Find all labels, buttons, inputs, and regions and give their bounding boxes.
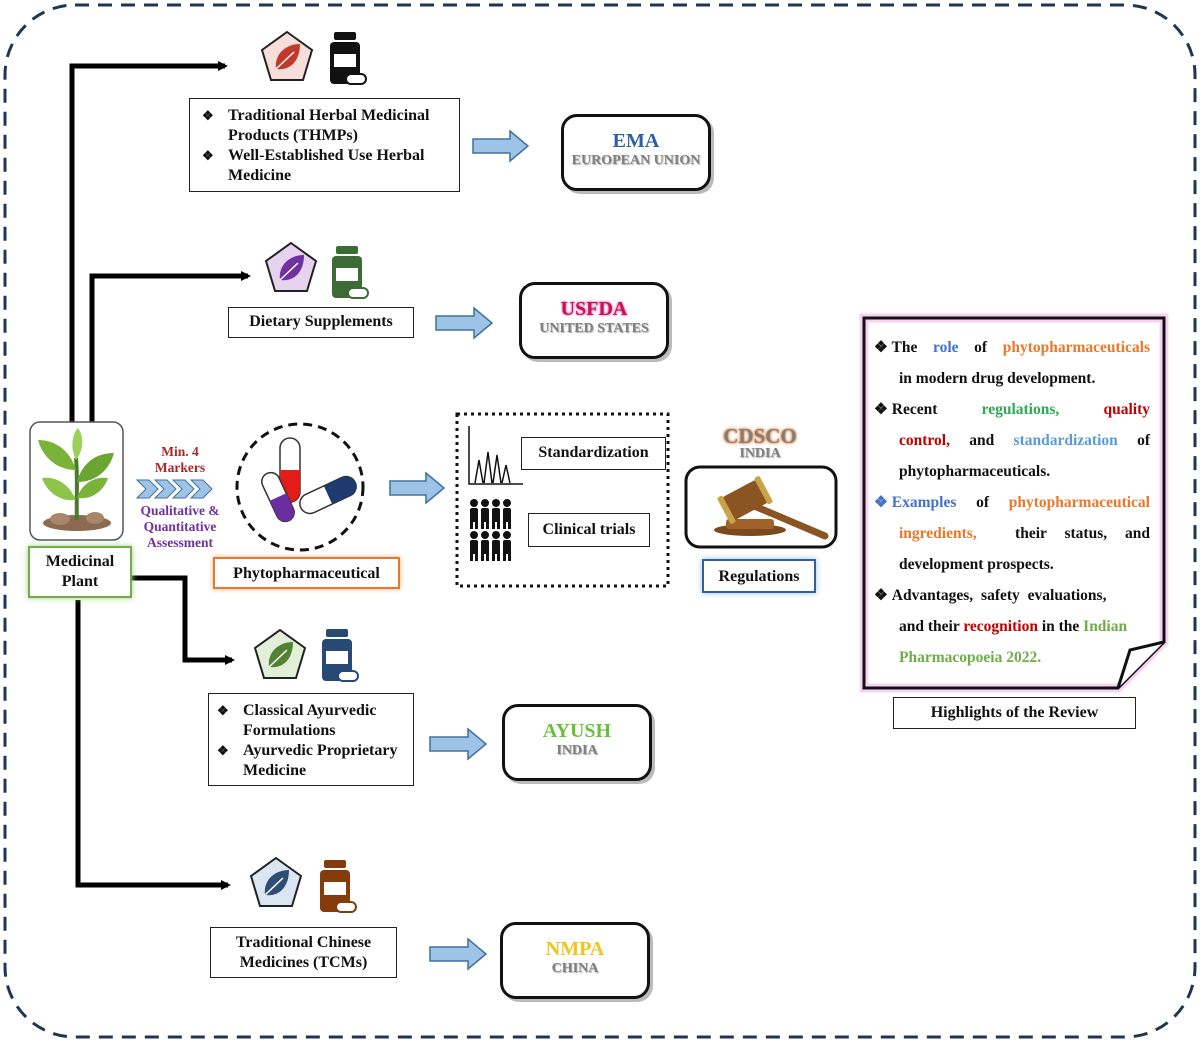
chevron-arrows-icon [135, 479, 213, 499]
highlight-item: ❖ The role of phytopharmaceuticals [874, 339, 1150, 356]
agency-name: CDSCO [723, 424, 797, 448]
capsules-icon [261, 437, 357, 523]
agency-name: EMA [612, 130, 660, 152]
highlight-item: ❖ Examples of phytopharmaceutical [874, 494, 1150, 511]
agency-name: NMPA [545, 938, 605, 960]
agency-region: CHINA [551, 961, 599, 976]
chart-icon [468, 426, 523, 485]
plant-icon [38, 428, 114, 531]
arrow-ema [472, 129, 530, 163]
highlights-title: Highlights of the Review [893, 697, 1136, 729]
phytopharmaceutical-label: Phytopharmaceutical [213, 557, 400, 589]
list-item: Ayurvedic Proprietary Medicine [217, 741, 407, 781]
agency-name: AYUSH [542, 720, 612, 742]
connector-ayush [130, 575, 235, 665]
cdsco-label: CDSCO INDIA [700, 424, 820, 462]
agency-name: USFDA [560, 298, 628, 320]
agency-ema: EMA EUROPEAN UNION [561, 114, 711, 191]
tcm-box: Traditional Chinese Medicines (TCMs) [210, 927, 397, 978]
assessment-label: Qualitative & Quantitative Assessment [140, 503, 220, 550]
medicinal-plant-label: Medicinal Plant [28, 546, 132, 598]
markers-label: Min. 4 Markers [154, 444, 206, 475]
arrow-nmpa [429, 937, 488, 971]
highlights-content: ❖ The role of phytopharmaceuticals in mo… [874, 332, 1150, 673]
agency-region: UNITED STATES [539, 321, 649, 336]
highlight-item: ❖ Recent regulations, quality [874, 401, 1150, 418]
pill-bottle-icon [330, 32, 367, 85]
agency-region: INDIA [739, 446, 781, 461]
standardization-box: Standardization [521, 437, 666, 470]
agency-region: INDIA [556, 743, 598, 758]
connector-usfda [89, 271, 251, 422]
pill-bottle-icon [322, 629, 359, 682]
regulations-box: Regulations [702, 559, 816, 593]
leaf-icon [249, 856, 303, 907]
pill-bottle-icon [332, 246, 369, 299]
arrow-usfda [435, 306, 494, 340]
list-item: Traditional Herbal Medicinal Products (T… [202, 106, 451, 146]
leaf-icon [264, 241, 318, 292]
list-item: Classical Ayurvedic Formulations [217, 701, 407, 741]
pill-bottle-icon [320, 860, 357, 913]
list-item: Well-Established Use Herbal Medicine [202, 146, 451, 186]
agency-region: EUROPEAN UNION [571, 153, 701, 168]
ema-products-box: Traditional Herbal Medicinal Products (T… [189, 98, 460, 192]
gavel-icon [714, 476, 829, 540]
arrow-ayush [429, 727, 488, 761]
agency-usfda: USFDA UNITED STATES [519, 282, 669, 359]
connector-ema [69, 61, 228, 422]
people-icon [470, 499, 511, 561]
connector-nmpa [75, 600, 231, 890]
dietary-supplements-label: Dietary Supplements [249, 313, 393, 330]
ayush-products-box: Classical Ayurvedic Formulations Ayurved… [208, 693, 414, 786]
arrow-phyto [389, 471, 446, 505]
agency-nmpa: NMPA CHINA [500, 922, 650, 999]
clinical-trials-box: Clinical trials [528, 513, 650, 547]
dietary-supplements-box: Dietary Supplements [228, 307, 414, 338]
leaf-icon [260, 30, 314, 81]
highlight-item: ❖ Advantages, safety evaluations, [874, 587, 1107, 604]
agency-ayush: AYUSH INDIA [502, 704, 652, 781]
leaf-icon [253, 628, 307, 679]
